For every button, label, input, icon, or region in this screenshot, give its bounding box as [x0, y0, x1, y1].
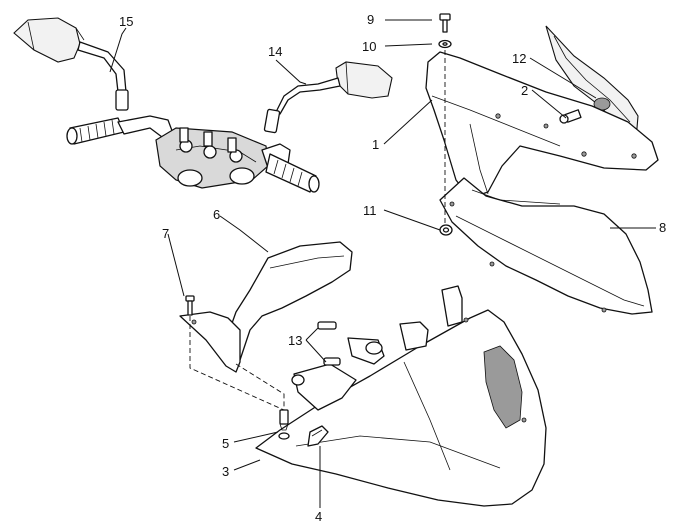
callout-12: 12 — [512, 51, 526, 66]
callout-4: 4 — [315, 509, 322, 524]
mounting-brackets — [291, 285, 463, 411]
leader-lines — [109, 19, 656, 508]
screw-7 — [185, 295, 195, 316]
callout-10: 10 — [362, 39, 376, 54]
callout-1: 1 — [372, 137, 379, 152]
support-bracket — [179, 241, 353, 373]
inner-panel — [439, 177, 653, 315]
screw-5 — [278, 409, 290, 440]
callout-8: 8 — [659, 220, 666, 235]
nut-11 — [439, 224, 453, 236]
mirror-right — [263, 61, 393, 134]
callout-6: 6 — [213, 207, 220, 222]
callout-11: 11 — [363, 203, 377, 218]
screw-9 — [439, 13, 451, 33]
handlebar — [66, 115, 320, 193]
callout-15: 15 — [119, 14, 133, 29]
upper-fairing — [425, 51, 659, 199]
callout-2: 2 — [521, 83, 528, 98]
lower-side-panel — [255, 309, 547, 507]
callout-5: 5 — [222, 436, 229, 451]
washer-10 — [438, 39, 452, 49]
callout-13: 13 — [288, 333, 302, 348]
clip-4 — [307, 425, 329, 447]
callout-labels: 15 14 9 10 12 2 1 11 8 7 6 13 5 3 4 — [119, 12, 666, 524]
callout-7: 7 — [162, 226, 169, 241]
callout-14: 14 — [268, 44, 282, 59]
callout-3: 3 — [222, 464, 229, 479]
callout-9: 9 — [367, 12, 374, 27]
mirror-left — [13, 17, 129, 111]
windscreen — [545, 25, 639, 142]
